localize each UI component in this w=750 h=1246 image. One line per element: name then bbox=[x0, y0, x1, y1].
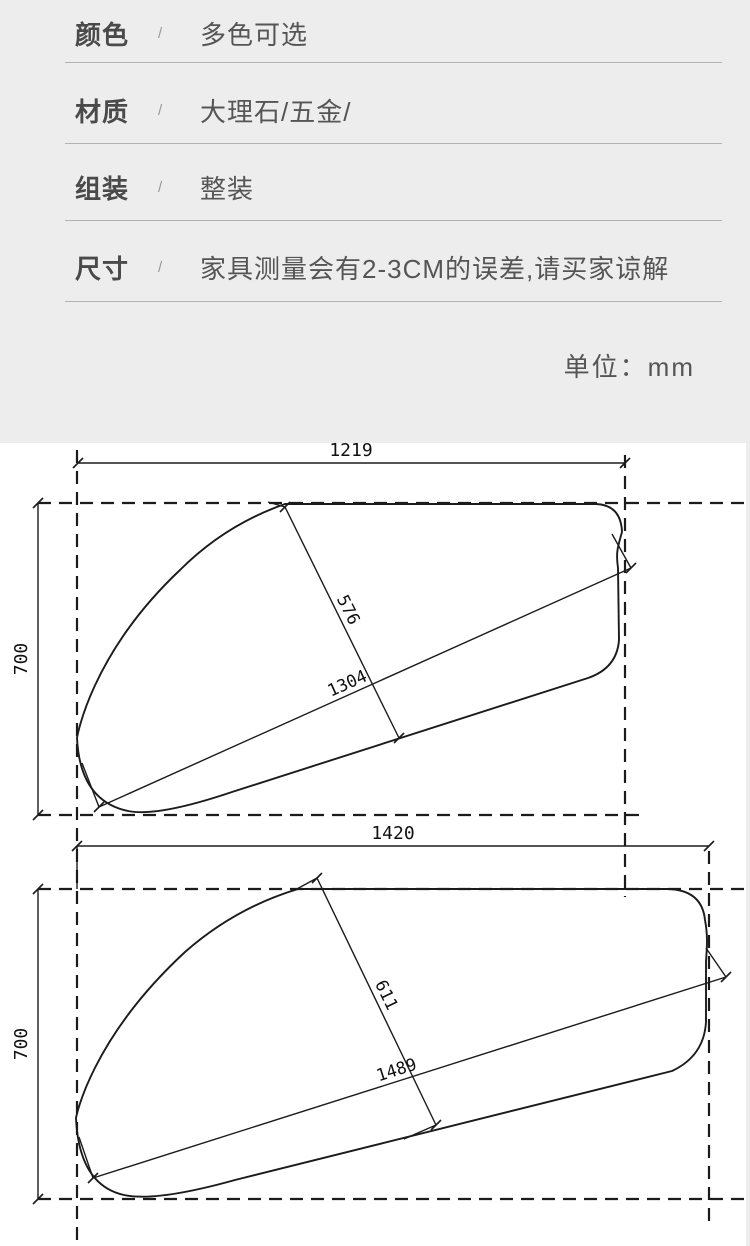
drawing-1-long-diagonal-label: 1304 bbox=[325, 666, 371, 701]
drawing-1-width-label: 1219 bbox=[329, 443, 372, 461]
spec-list: 颜色 / 多色可选 材质 / 大理石/五金/ 组装 / 整装 尺寸 / 家具测量… bbox=[0, 0, 750, 302]
drawing-2-height-dimension: 700 bbox=[11, 883, 44, 1205]
drawing-canvas bbox=[0, 443, 746, 1246]
spec-label-size: 尺寸 bbox=[75, 253, 130, 284]
drawing-1-short-diagonal-dimension: 576 bbox=[267, 501, 405, 744]
drawing-2-bounding-box bbox=[38, 851, 748, 1228]
spec-value-size: 家具测量会有2-3CM的误差,请买家谅解 bbox=[200, 253, 670, 284]
drawing-2: 1420 700 611 1489 bbox=[11, 823, 748, 1228]
unit-note: 单位：mm bbox=[563, 352, 695, 382]
spec-separator: / bbox=[158, 101, 163, 119]
spec-separator: / bbox=[158, 178, 163, 196]
drawing-2-width-label: 1420 bbox=[371, 823, 414, 844]
drawing-2-short-diagonal-label: 611 bbox=[370, 977, 401, 1013]
drawing-1-height-label: 700 bbox=[11, 643, 32, 676]
spec-row-size: 尺寸 / 家具测量会有2-3CM的误差,请买家谅解 bbox=[65, 221, 722, 302]
spec-label-color: 颜色 bbox=[75, 19, 130, 50]
spec-label-material: 材质 bbox=[75, 96, 130, 127]
spec-row-assembly: 组装 / 整装 bbox=[65, 144, 722, 221]
spec-row-material: 材质 / 大理石/五金/ bbox=[65, 63, 722, 144]
spec-separator: / bbox=[158, 258, 163, 276]
drawing-2-long-diagonal-dimension: 1489 bbox=[78, 947, 732, 1184]
drawing-1-short-diagonal-label: 576 bbox=[332, 592, 364, 628]
dimension-drawings: 1219 700 576 1304 bbox=[11, 443, 748, 1243]
drawing-1-long-diagonal-dimension: 1304 bbox=[81, 533, 637, 813]
spec-value-material: 大理石/五金/ bbox=[200, 96, 352, 127]
drawing-2-width-dimension: 1420 bbox=[71, 823, 715, 889]
drawing-2-height-label: 700 bbox=[11, 1028, 32, 1061]
spec-label-assembly: 组装 bbox=[75, 173, 130, 204]
drawing-1-width-dimension: 1219 bbox=[72, 443, 631, 469]
drawing-1: 1219 700 576 1304 bbox=[11, 443, 748, 1243]
spec-value-assembly: 整装 bbox=[200, 173, 255, 204]
drawing-2-short-diagonal-dimension: 611 bbox=[294, 872, 442, 1140]
drawing-1-shape-outline bbox=[76, 503, 623, 814]
drawing-1-height-dimension: 700 bbox=[11, 497, 44, 821]
drawing-2-shape-outline bbox=[75, 888, 708, 1198]
spec-value-color: 多色可选 bbox=[200, 19, 309, 50]
spec-row-color: 颜色 / 多色可选 bbox=[65, 0, 722, 63]
spec-separator: / bbox=[158, 24, 163, 42]
